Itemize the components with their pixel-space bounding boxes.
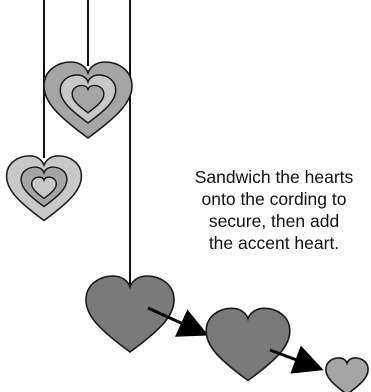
arrow-2 (270, 350, 318, 368)
instruction-line-4: the accent heart. (168, 232, 371, 254)
hanging-heart-top (44, 62, 132, 138)
hanging-heart-left (7, 156, 82, 221)
dark-heart-medium (206, 308, 290, 380)
instruction-line-3: secure, then add (168, 210, 371, 232)
instruction-text: Sandwich the hearts onto the cording to … (168, 166, 371, 254)
accent-heart-small (326, 358, 368, 392)
instruction-line-2: onto the cording to (168, 188, 371, 210)
instruction-line-1: Sandwich the hearts (168, 166, 371, 188)
